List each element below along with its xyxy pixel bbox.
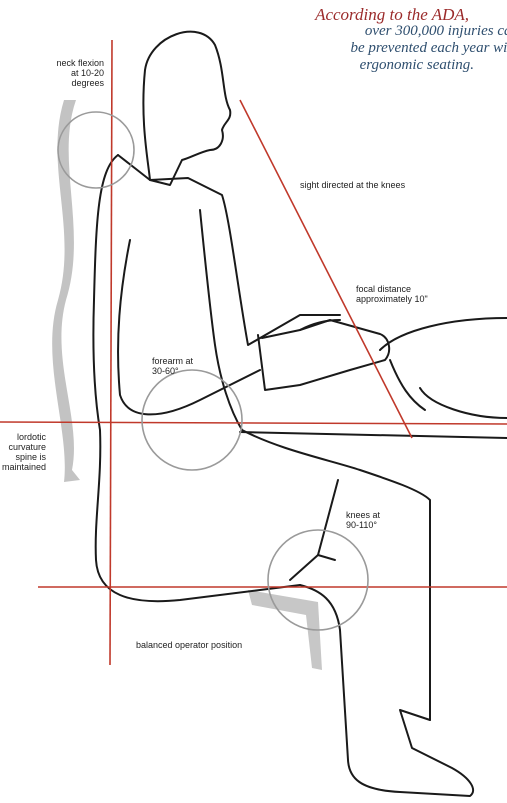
vertical-posture-line xyxy=(110,40,112,665)
quote-line-1: According to the ADA, xyxy=(207,6,507,23)
forearm-angle-circle xyxy=(142,370,242,470)
forearm-label: forearm at 30-60° xyxy=(152,356,193,376)
ada-quote: According to the ADA, over 300,000 injur… xyxy=(207,6,507,74)
forearm-horizontal-line xyxy=(0,422,507,424)
balanced-position-label: balanced operator position xyxy=(136,640,242,650)
quote-line-3: be prevented each year with xyxy=(207,40,507,57)
focal-distance-label: focal distance approximately 10" xyxy=(356,284,428,304)
sight-label: sight directed at the knees xyxy=(300,180,405,190)
sight-line xyxy=(240,100,412,438)
knees-angle-label: knees at 90-110° xyxy=(346,510,380,530)
quote-line-2: over 300,000 injuries can xyxy=(207,23,507,40)
neck-flexion-label: neck flexion at 10-20 degrees xyxy=(38,58,104,88)
quote-line-4: ergonomic seating. xyxy=(207,57,507,74)
operator-figure xyxy=(93,32,507,796)
neck-angle-circle xyxy=(58,112,134,188)
lordotic-curvature-label: lordotic curvature spine is maintained xyxy=(0,432,46,472)
spine-curvature-arrow xyxy=(52,100,80,482)
